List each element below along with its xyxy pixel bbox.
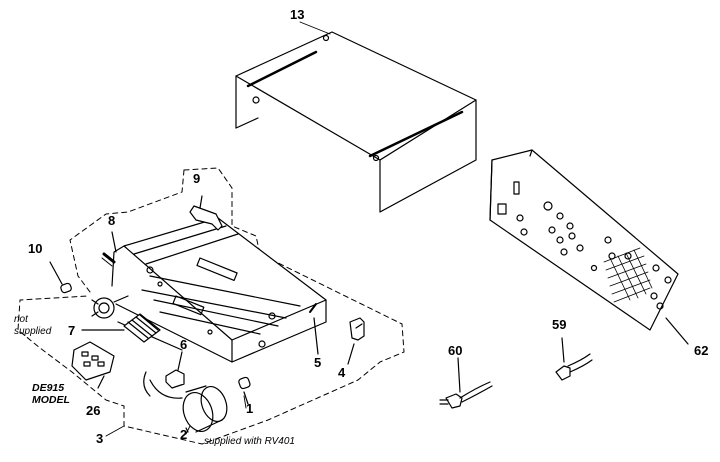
heatsink-part-7 [81, 313, 161, 343]
block-part-6 [165, 351, 185, 389]
bracket-part-4 [347, 317, 365, 365]
power-cord-part-60 [439, 357, 493, 409]
bracket-part-9 [189, 195, 223, 231]
knob-part-2 [182, 385, 228, 433]
note-supplied-with: supplied with RV401 [204, 436, 295, 447]
callout-6: 6 [180, 337, 188, 352]
note-not-supplied-line1: not [14, 314, 28, 325]
callout-8: 8 [108, 213, 116, 228]
note-not-supplied-line2: supplied [14, 325, 52, 337]
callout-2: 2 [180, 427, 188, 442]
callout-60: 60 [448, 343, 463, 358]
top-cover-part-13 [235, 31, 477, 213]
callout-59: 59 [552, 317, 567, 332]
note-model: DE915 MODEL [32, 382, 70, 406]
callout-3: 3 [96, 431, 104, 446]
callout-13: 13 [290, 7, 305, 22]
rear-panel-part-62 [489, 149, 689, 345]
main-chassis [111, 217, 327, 399]
callout-62: 62 [694, 343, 709, 358]
callout-9: 9 [193, 171, 201, 186]
note-model-line2: MODEL [32, 394, 70, 407]
note-not-supplied: not supplied [14, 314, 51, 337]
screw-part-5 [309, 303, 319, 355]
clamp-part-59 [555, 337, 593, 381]
callout-5: 5 [314, 355, 322, 370]
callout-4: 4 [338, 365, 346, 380]
knob-not-supplied [91, 295, 129, 319]
cable-part-8 [101, 231, 117, 267]
cap-part-10 [49, 261, 72, 294]
leader-lines [105, 21, 331, 437]
cap-part-1 [238, 376, 251, 405]
board-part-26 [71, 341, 115, 389]
note-model-line1: DE915 [32, 382, 65, 394]
callout-7: 7 [68, 323, 76, 338]
callout-26: 26 [86, 403, 101, 418]
callout-10: 10 [28, 241, 43, 256]
assembly-boundary-3 [17, 167, 405, 445]
callout-1: 1 [246, 401, 254, 416]
